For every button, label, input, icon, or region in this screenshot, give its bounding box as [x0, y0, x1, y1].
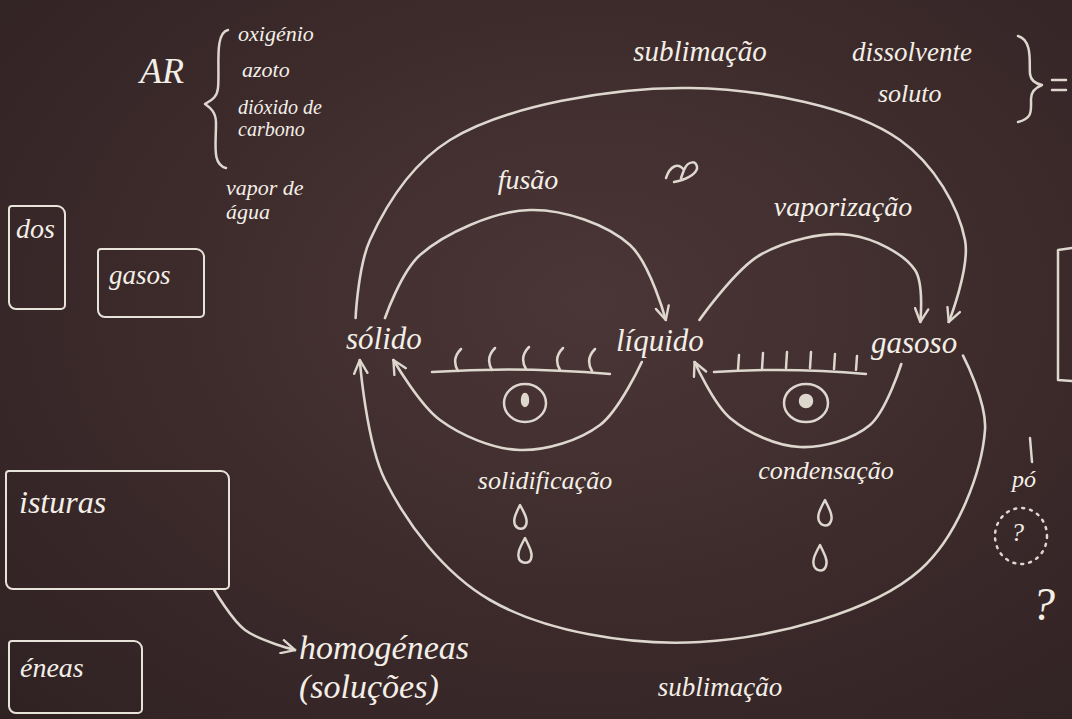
- transition-label: condensação: [758, 457, 894, 486]
- chalk-note: dióxido de carbono: [238, 96, 348, 140]
- transition-label: sublimação: [658, 673, 783, 703]
- transition-arrow: [385, 210, 666, 320]
- tear-drop: [813, 545, 826, 571]
- state-word: homogéneas (soluções): [295, 624, 520, 711]
- transition-label: vaporização: [774, 192, 912, 223]
- state-word: gasoso: [868, 322, 963, 364]
- eyelid: [714, 370, 866, 374]
- chalk-note: soluto: [878, 80, 942, 109]
- transition-label: fusão: [498, 165, 559, 196]
- node-text: homogéneas (soluções): [299, 628, 514, 706]
- partial-box: [1058, 248, 1072, 381]
- state-word: sólido: [343, 318, 427, 360]
- node-text: sólido: [346, 321, 422, 357]
- transition-arrow: [360, 356, 985, 643]
- transition-arrow: [695, 362, 902, 447]
- tear-drop: [518, 538, 531, 563]
- brace: [205, 30, 228, 168]
- chalk-stroke: [1030, 438, 1032, 462]
- chalk-box: isturas: [5, 470, 230, 590]
- pupil: [504, 384, 546, 422]
- node-text: líquido: [616, 323, 704, 359]
- chalk-note: ?: [1032, 580, 1055, 631]
- node-text: gasoso: [871, 325, 957, 361]
- chalk-note: azoto: [242, 58, 290, 82]
- chalk-note: ?: [1011, 519, 1024, 548]
- equals-stroke: [1052, 80, 1066, 90]
- node-text: dos: [16, 213, 55, 245]
- chalk-note: pó: [1012, 466, 1036, 492]
- pupil-dot: [522, 394, 528, 406]
- state-word: líquido: [613, 320, 709, 362]
- transition-arrow: [393, 360, 641, 450]
- tear-drop: [514, 505, 526, 529]
- chalk-box: éneas: [8, 640, 143, 714]
- chalk-note: vapor de água: [226, 176, 326, 224]
- transition-arrow: [699, 234, 921, 322]
- brace: [1018, 36, 1042, 122]
- pupil-dot: [800, 395, 812, 407]
- chalk-note: dissolvente: [852, 38, 972, 68]
- eyelash: [455, 347, 595, 371]
- transition-label: sublimação: [633, 36, 767, 68]
- bird-doodle: [666, 162, 697, 182]
- dotted-circle: [995, 508, 1047, 564]
- chalk-box: gasos: [97, 248, 205, 318]
- chalk-note: AR: [140, 52, 184, 92]
- transition-label: solidificação: [478, 467, 612, 496]
- eyelash: [738, 352, 857, 370]
- pupil: [784, 384, 828, 422]
- chalk-box: dos: [8, 205, 66, 310]
- tear-drop: [818, 500, 831, 526]
- transition-arrow: [214, 590, 295, 650]
- transition-arrow: [356, 88, 966, 322]
- node-text: isturas: [19, 484, 106, 521]
- node-text: éneas: [20, 652, 84, 684]
- node-text: gasos: [109, 260, 171, 291]
- chalk-note: oxigénio: [238, 22, 314, 46]
